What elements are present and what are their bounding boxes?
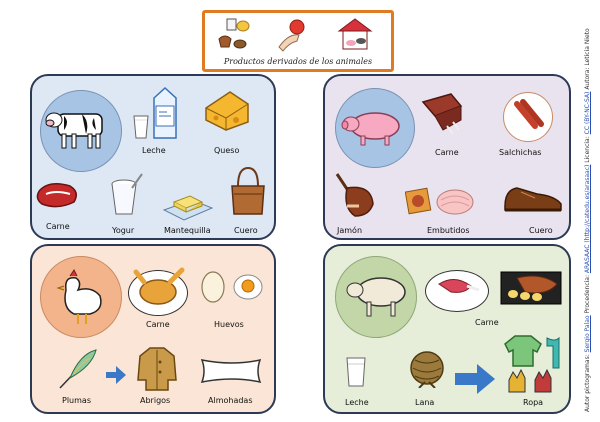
farm-icon — [337, 18, 373, 50]
cold-cuts-icon — [405, 187, 474, 215]
label-ropa: Ropa — [523, 398, 544, 407]
label-carne: Carne — [46, 222, 70, 231]
label-almohadas: Almohadas — [208, 396, 253, 405]
label-huevos: Huevos — [214, 320, 244, 329]
cow-panel: Leche Queso Carne Yogur Mantequilla Cuer… — [30, 74, 276, 240]
pillow-icon — [200, 358, 262, 384]
gloves-icon — [508, 368, 552, 393]
label-yogur: Yogur — [112, 226, 135, 235]
label-mantequilla: Mantequilla — [164, 226, 211, 235]
roast-lamb-tray-icon — [500, 271, 562, 305]
arrow-icon — [106, 366, 126, 384]
credits: Autor pictogramas: Sergio Palao Proceden… — [584, 28, 598, 412]
label-cuero-cerdo: Cuero — [529, 226, 553, 235]
label-carne-oveja: Carne — [475, 318, 499, 327]
label-plumas: Plumas — [62, 396, 91, 405]
meat-icon — [36, 183, 77, 208]
hen-panel: Carne Huevos Plumas Abrigos Almohadas — [30, 244, 276, 414]
label-jamon: Jamón — [337, 226, 363, 235]
pig-panel: Carne Salchichas Jamón Embutidos Cuero — [323, 74, 571, 240]
milk-glass-sheep-icon — [346, 357, 366, 387]
label-embutidos: Embutidos — [427, 226, 470, 235]
label-queso: Queso — [214, 146, 240, 155]
ribs-icon — [421, 93, 463, 135]
cow-icon — [45, 112, 103, 149]
fried-egg-icon — [233, 274, 263, 300]
animals-products-icon — [218, 18, 250, 49]
egg-icon — [201, 271, 225, 303]
yogurt-icon — [111, 173, 143, 215]
label-leche-oveja: Leche — [345, 398, 369, 407]
hand-apple-icon — [278, 19, 305, 52]
arasaac-link[interactable]: ARASAAC (http://catedu.es/arasaac) — [584, 164, 591, 274]
sheep-icon — [346, 277, 406, 317]
yarn-icon — [410, 351, 444, 388]
milk-glass-icon — [133, 115, 149, 139]
label-abrigos: Abrigos — [140, 396, 171, 405]
roast-chicken-icon — [133, 267, 185, 305]
feather-icon — [59, 349, 97, 389]
butter-icon — [162, 195, 214, 221]
title-card: Productos derivados de los animales — [202, 10, 394, 72]
hen-icon — [56, 269, 102, 324]
pig-icon — [341, 112, 400, 146]
license-link[interactable]: CC (BY-NC-SA) — [584, 91, 591, 135]
shoe-icon — [504, 187, 562, 212]
label-cuero: Cuero — [234, 226, 258, 235]
label-lana: Lana — [415, 398, 435, 407]
scarf-icon — [546, 336, 560, 369]
cheese-icon — [205, 91, 249, 131]
label-salchichas: Salchichas — [499, 148, 542, 157]
coat-icon — [137, 347, 177, 391]
milk-carton-icon — [153, 86, 177, 139]
arrow-big-icon — [455, 364, 495, 394]
lamb-chop-icon — [438, 279, 480, 293]
page-title: Productos derivados de los animales — [223, 57, 373, 66]
ham-leg-icon — [335, 173, 374, 217]
label-carne-cerdo: Carne — [435, 148, 459, 157]
sweater-icon — [504, 335, 542, 367]
sausage-icon — [514, 99, 544, 129]
label-leche: Leche — [142, 146, 166, 155]
leather-bag-icon — [231, 166, 265, 215]
sheep-panel: Carne Leche Lana Ropa — [323, 244, 571, 414]
credits-text: Autor pictogramas: Sergio Palao Proceden… — [584, 28, 591, 412]
author-link[interactable]: Sergio Palao — [584, 315, 591, 353]
label-carne-pollo: Carne — [146, 320, 170, 329]
